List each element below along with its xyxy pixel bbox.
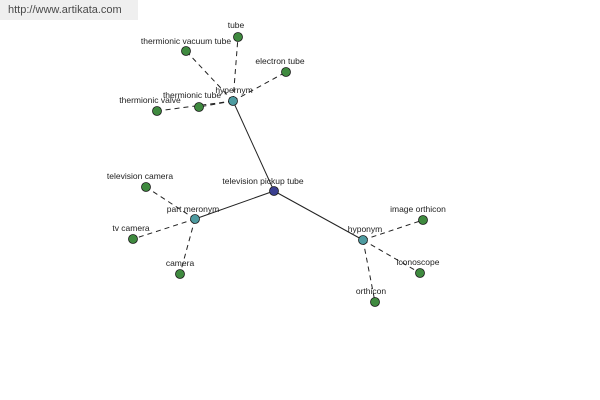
edge-root-to-hypernym	[232, 100, 275, 192]
node-label-tube[interactable]: tube	[228, 20, 245, 30]
nodes-layer	[128, 32, 428, 307]
node-label-thermionic-vacuum-tube[interactable]: thermionic vacuum tube	[141, 36, 232, 46]
edge-hypernym-to-thermionic-vacuum-tube	[185, 50, 234, 102]
edge-part-meronym-to-tv-camera	[132, 218, 196, 240]
node-camera[interactable]	[175, 269, 185, 279]
edge-hyponym-to-image-orthicon	[362, 219, 424, 241]
node-tube[interactable]	[233, 32, 243, 42]
node-hypernym[interactable]	[228, 96, 238, 106]
node-thermionic-vacuum-tube[interactable]	[181, 46, 191, 56]
node-label-tv-camera[interactable]: tv camera	[112, 223, 150, 233]
node-label-hypernym[interactable]: hypernym	[215, 85, 252, 95]
edge-hyponym-to-iconoscope	[362, 239, 421, 274]
node-label-iconoscope[interactable]: iconoscope	[396, 257, 439, 267]
node-orthicon[interactable]	[370, 297, 380, 307]
edges-layer	[132, 36, 424, 303]
node-label-thermionic-valve[interactable]: thermionic valve	[119, 95, 181, 105]
node-television-camera[interactable]	[141, 182, 151, 192]
edge-part-meronym-to-camera	[179, 218, 196, 275]
node-iconoscope[interactable]	[415, 268, 425, 278]
edge-root-to-part-meronym	[194, 190, 275, 220]
node-root[interactable]	[269, 186, 279, 196]
node-thermionic-tube[interactable]	[194, 102, 204, 112]
node-label-image-orthicon[interactable]: image orthicon	[390, 204, 446, 214]
node-part-meronym[interactable]	[190, 214, 200, 224]
node-label-camera[interactable]: camera	[166, 258, 195, 268]
node-label-thermionic-tube[interactable]: thermionic tube	[163, 90, 221, 100]
node-label-television-camera[interactable]: television camera	[107, 171, 173, 181]
node-label-part-meronym[interactable]: part meronym	[167, 204, 219, 214]
node-label-orthicon[interactable]: orthicon	[356, 286, 387, 296]
node-label-hyponym[interactable]: hyponym	[348, 224, 383, 234]
node-electron-tube[interactable]	[281, 67, 291, 77]
edge-hypernym-to-tube	[232, 36, 239, 102]
edge-hypernym-to-thermionic-tube	[198, 100, 234, 108]
site-url-link[interactable]: http://www.artikata.com	[0, 0, 138, 20]
edge-hyponym-to-orthicon	[362, 239, 376, 303]
edge-part-meronym-to-television-camera	[145, 186, 196, 220]
node-label-root[interactable]: television pickup tube	[222, 176, 304, 186]
node-thermionic-valve[interactable]	[152, 106, 162, 116]
node-label-electron-tube[interactable]: electron tube	[255, 56, 304, 66]
labels-layer: television pickup tube hypernym part meron…	[107, 20, 446, 296]
edge-root-to-hyponym	[273, 190, 364, 241]
edge-hypernym-to-electron-tube	[232, 71, 287, 102]
node-image-orthicon[interactable]	[418, 215, 428, 225]
node-hyponym[interactable]	[358, 235, 368, 245]
node-tv-camera[interactable]	[128, 234, 138, 244]
